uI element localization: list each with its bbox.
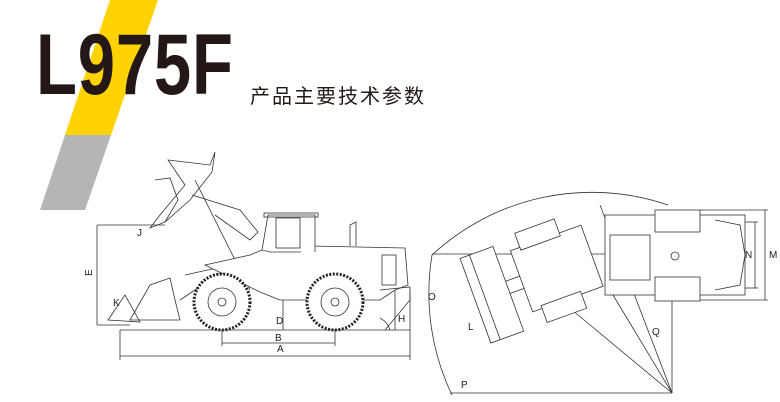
dim-label-m: M — [769, 250, 777, 261]
rear-right-wheel — [654, 276, 701, 302]
dim-label-b: B — [275, 333, 282, 344]
dim-label-a: A — [277, 344, 284, 355]
gray-stripe — [40, 135, 111, 210]
top-view-drawing — [428, 191, 768, 396]
dim-label-q: Q — [652, 327, 660, 338]
yellow-stripe — [65, 0, 158, 135]
rear-wheel — [305, 272, 365, 332]
dim-label-o: O — [428, 292, 436, 303]
dim-label-k: K — [113, 298, 120, 309]
page-subtitle: 产品主要技术参数 — [250, 84, 426, 108]
dim-label-l: L — [468, 322, 474, 333]
dim-label-e: E — [84, 269, 95, 276]
top-bucket — [459, 246, 525, 344]
dim-label-j: J — [137, 228, 142, 239]
dim-label-d: D — [276, 316, 283, 327]
dim-label-h: H — [398, 314, 405, 325]
front-wheel — [192, 272, 252, 332]
rear-left-wheel — [654, 209, 701, 233]
dim-label-p: P — [461, 380, 468, 391]
dim-label-n: N — [745, 250, 752, 261]
side-view-drawing — [96, 151, 411, 360]
model-title: L975F — [36, 17, 234, 113]
